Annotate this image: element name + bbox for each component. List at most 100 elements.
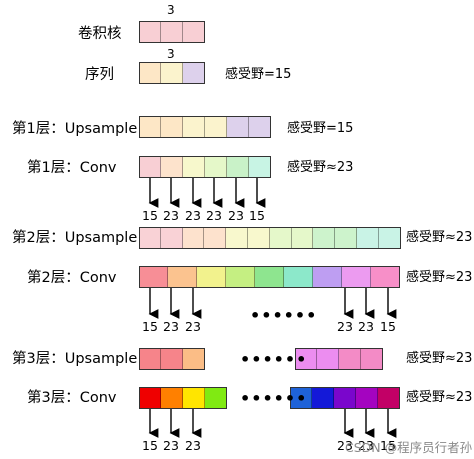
layer1-conv-cell [183, 156, 205, 178]
layer3-conv-left-cell [161, 387, 183, 409]
layer2-upsample-outline [139, 227, 401, 249]
layer2-upsample-cell [269, 227, 292, 249]
watermark: CSDN @程序员行者孙 [345, 440, 473, 455]
layer2-conv-cell [197, 266, 226, 288]
layer2-conv-right-output-value: 23 [358, 319, 374, 334]
layer2-conv-cell [284, 266, 313, 288]
layer3-conv-left-outline [139, 387, 227, 409]
layer3-upsample-label: 第3层：Upsample [12, 351, 138, 367]
layer3-conv-right-outline [290, 387, 400, 409]
layer2-upsample-cell [182, 227, 205, 249]
layer2-conv-right-output-value: 15 [380, 319, 396, 334]
layer2-upsample-cell [335, 227, 357, 249]
layer2-conv-cell [168, 266, 197, 288]
layer1-conv-output-value: 23 [185, 208, 201, 223]
layer3-conv-left-output-value: 23 [185, 438, 201, 453]
layer2-conv-right-output-value: 23 [337, 319, 353, 334]
layer3-upsample-right-cell [295, 348, 317, 370]
layer1-conv-output-value: 23 [206, 208, 222, 223]
layer1-conv-output-value: 23 [163, 208, 179, 223]
layer1-conv-cell [161, 156, 183, 178]
layer1-conv-cell [139, 156, 161, 178]
sequence-size-label: 3 [167, 47, 175, 61]
layer3-upsample-right-cell [361, 348, 383, 370]
layer1-conv-cell [249, 156, 271, 178]
layer3-conv-receptive-field: 感受野≈23 [406, 390, 473, 405]
layer2-upsample-cell [248, 227, 270, 249]
layer2-conv-left-output-value: 15 [142, 319, 158, 334]
layer2-conv-cell [342, 266, 371, 288]
layer2-upsample-cell [226, 227, 248, 249]
layer1-conv-output-value: 15 [142, 208, 158, 223]
layer1-upsample-cell [139, 116, 161, 138]
layer3-conv-right-cell [378, 387, 400, 409]
layer1-upsample-receptive-field: 感受野=15 [287, 121, 354, 136]
layer3-upsample-receptive-field: 感受野≈23 [406, 351, 473, 366]
layer2-upsample-label: 第2层：Upsample [12, 230, 138, 246]
layer3-conv-left-cell [183, 387, 205, 409]
layer3-upsample-right-outline [295, 348, 383, 370]
layer3-conv-label: 第3层：Conv [27, 390, 117, 406]
layer1-upsample-cell [205, 116, 227, 138]
layer1-conv-outline [139, 156, 271, 178]
kernel-cell [161, 21, 183, 43]
layer2-upsample-cell [139, 227, 161, 249]
kernel-size-label: 3 [167, 3, 175, 17]
layer1-upsample-cell [183, 116, 205, 138]
layer2-upsample-receptive-field: 感受野≈23 [406, 230, 473, 245]
layer3-conv-left-output-value: 15 [142, 438, 158, 453]
sequence-label: 序列 [85, 67, 114, 83]
layer3-conv-right-cell [334, 387, 356, 409]
layer2-upsample-cell [291, 227, 314, 249]
layer3-conv-left-output-value: 23 [163, 438, 179, 453]
layer1-upsample-outline [139, 116, 271, 138]
layer3-upsample-ellipsis: •••••• [240, 350, 308, 369]
layer1-upsample-label: 第1层：Upsample [12, 121, 138, 137]
layer3-upsample-right-cell [339, 348, 361, 370]
layer2-conv-cell [313, 266, 342, 288]
kernel-outline [139, 21, 205, 43]
layer3-conv-right-output-value: 23 [358, 438, 374, 453]
layer1-conv-output-value: 23 [228, 208, 244, 223]
layer3-upsample-right-cell [317, 348, 339, 370]
kernel-label: 卷积核 [78, 26, 122, 42]
layer3-upsample-left-outline [139, 348, 205, 370]
layer2-conv-cell [226, 266, 255, 288]
kernel-cell [183, 21, 205, 43]
layer1-conv-label: 第1层：Conv [27, 160, 117, 176]
layer1-upsample-cell [227, 116, 249, 138]
layer1-upsample-cell [249, 116, 271, 138]
sequence-outline [139, 62, 205, 84]
layer2-conv-left-output-value: 23 [163, 319, 179, 334]
layer2-upsample-cell [357, 227, 379, 249]
layer1-conv-output-value: 15 [249, 208, 265, 223]
sequence-cell [139, 62, 161, 84]
layer3-conv-right-cell [356, 387, 378, 409]
layer1-conv-receptive-field: 感受野≈23 [287, 160, 354, 175]
layer2-ellipsis: •••••• [250, 306, 318, 325]
kernel-cell [139, 21, 161, 43]
layer2-conv-cell [371, 266, 400, 288]
layer2-conv-label: 第2层：Conv [27, 270, 117, 286]
layer3-upsample-left-cell [161, 348, 183, 370]
layer3-conv-right-output-value: 23 [337, 438, 353, 453]
sequence-cell [161, 62, 183, 84]
layer2-upsample-cell [204, 227, 227, 249]
layer3-conv-ellipsis: •••••• [240, 389, 308, 408]
layer3-conv-right-output-value: 15 [380, 438, 396, 453]
sequence-cell [183, 62, 205, 84]
layer2-conv-receptive-field: 感受野≈23 [406, 270, 473, 285]
layer3-conv-right-cell [312, 387, 334, 409]
layer3-upsample-left-cell [183, 348, 205, 370]
layer3-conv-left-cell [205, 387, 227, 409]
layer1-conv-cell [227, 156, 249, 178]
layer3-conv-left-cell [139, 387, 161, 409]
layer2-conv-left-output-value: 23 [185, 319, 201, 334]
layer2-upsample-cell [378, 227, 401, 249]
layer3-conv-right-cell [290, 387, 312, 409]
layer2-upsample-cell [160, 227, 183, 249]
layer2-conv-cell [255, 266, 284, 288]
layer1-conv-cell [205, 156, 227, 178]
layer3-upsample-left-cell [139, 348, 161, 370]
